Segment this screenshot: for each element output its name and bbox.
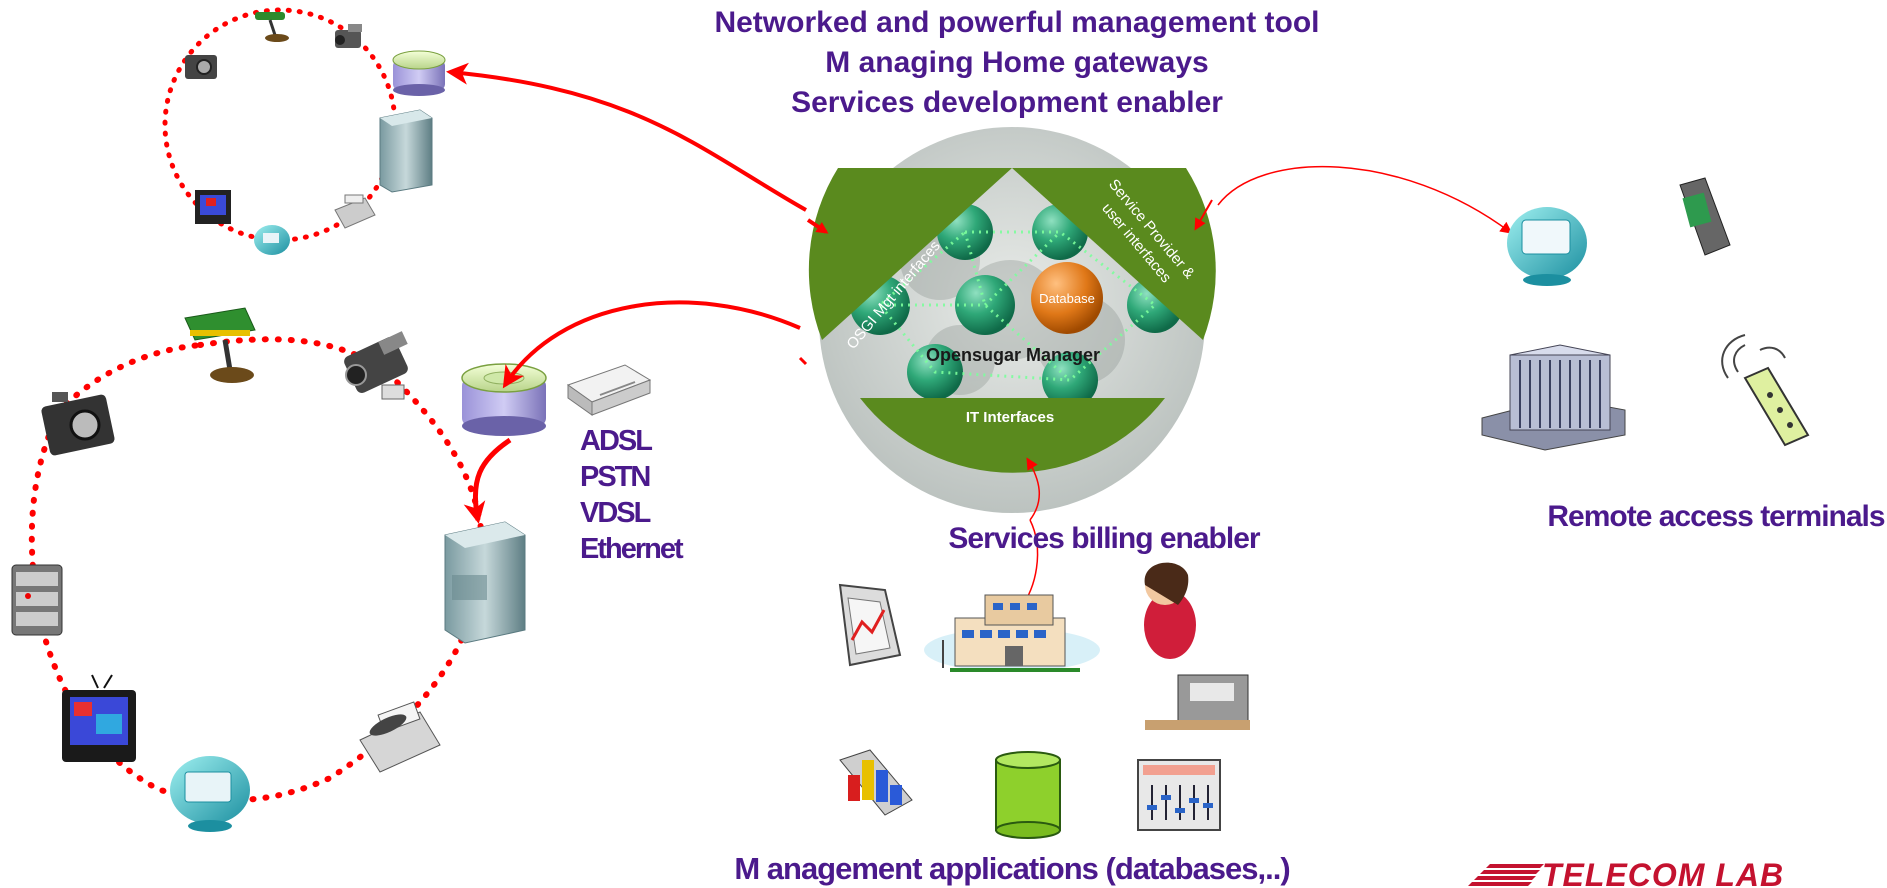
management-apps [838,562,1250,839]
access-type-vdsl: VDSL [580,497,651,529]
operator-person-icon [1144,562,1250,730]
computer-small-icon [254,225,290,255]
remote-terminals [1481,177,1810,451]
camera-icon [41,392,115,456]
camcorder-icon [335,24,362,48]
control-panel-icon [1137,759,1221,831]
header-title: Networked and powerful management tool M… [714,6,1319,119]
opensugar-manager-disc: Database OSGI Mgt interfaces Service Pro… [808,127,1216,513]
remote-terminals-label: Remote access terminals [1547,500,1885,533]
computer-icon [170,756,250,832]
line-chart-icon [838,583,902,667]
logo-stripes-icon [1468,864,1544,886]
tv-icon [62,674,136,762]
database-sphere: Database [1031,262,1103,334]
telecom-lab-logo: TELECOM LAB [1468,857,1784,888]
office-building-scene-icon [924,594,1100,672]
arrow-to-large-gateway [502,300,801,389]
lamp-icon [184,307,256,383]
sector-osgi [808,168,1012,340]
small-home-network [162,7,446,255]
access-type-adsl: ADSL [580,425,652,457]
title-line-1: Networked and powerful management tool [714,6,1319,39]
remote-computer-icon [1507,207,1587,286]
arrow-to-small-gateway [446,62,807,212]
sector-service-provider [1012,168,1216,340]
sector-it-label: IT Interfaces [966,409,1054,426]
lamp-icon [255,12,289,42]
fax-small-icon [334,194,376,229]
arrow-remote-back [1194,199,1213,231]
title-line-3: Services development enabler [791,86,1223,119]
pda-icon [1679,177,1731,256]
sector-it [860,398,1165,473]
office-building-icon [1481,344,1626,451]
billing-label: Services billing enabler [948,522,1260,555]
title-line-2: M anaging Home gateways [825,46,1208,79]
database-cylinder-icon [995,751,1061,839]
fax-icon [359,701,441,773]
access-type-pstn: PSTN [580,461,649,493]
large-home-network [11,307,652,832]
home-gateway-small-icon [392,50,446,96]
server-large-icon [444,521,526,644]
logo-text: TELECOM LAB [1542,857,1784,888]
stereo-icon [11,564,63,636]
modem-icon [566,364,652,416]
management-label: M anagement applications (databases,..) [734,851,1289,886]
home-gateway-large-icon [461,363,547,436]
mobile-phone-icon [1721,334,1810,447]
bar-chart-3d-icon [839,749,913,816]
tv-small-icon [195,190,231,224]
access-type-ethernet: Ethernet [580,533,684,565]
camcorder-icon [344,331,408,400]
large-network-ring [28,336,486,804]
database-label: Database [1039,291,1095,306]
opensugar-manager-label: Opensugar Manager [926,345,1100,365]
server-small-icon [379,109,433,193]
arrow-gateway-to-server [463,437,512,524]
camera-icon [185,55,217,79]
arrow-start-marker-small [806,218,829,234]
arrow-billing-up [1026,457,1041,521]
arrow-to-remote-terminals [1217,165,1513,234]
access-types-list: ADSL PSTN VDSL Ethernet [580,425,686,565]
